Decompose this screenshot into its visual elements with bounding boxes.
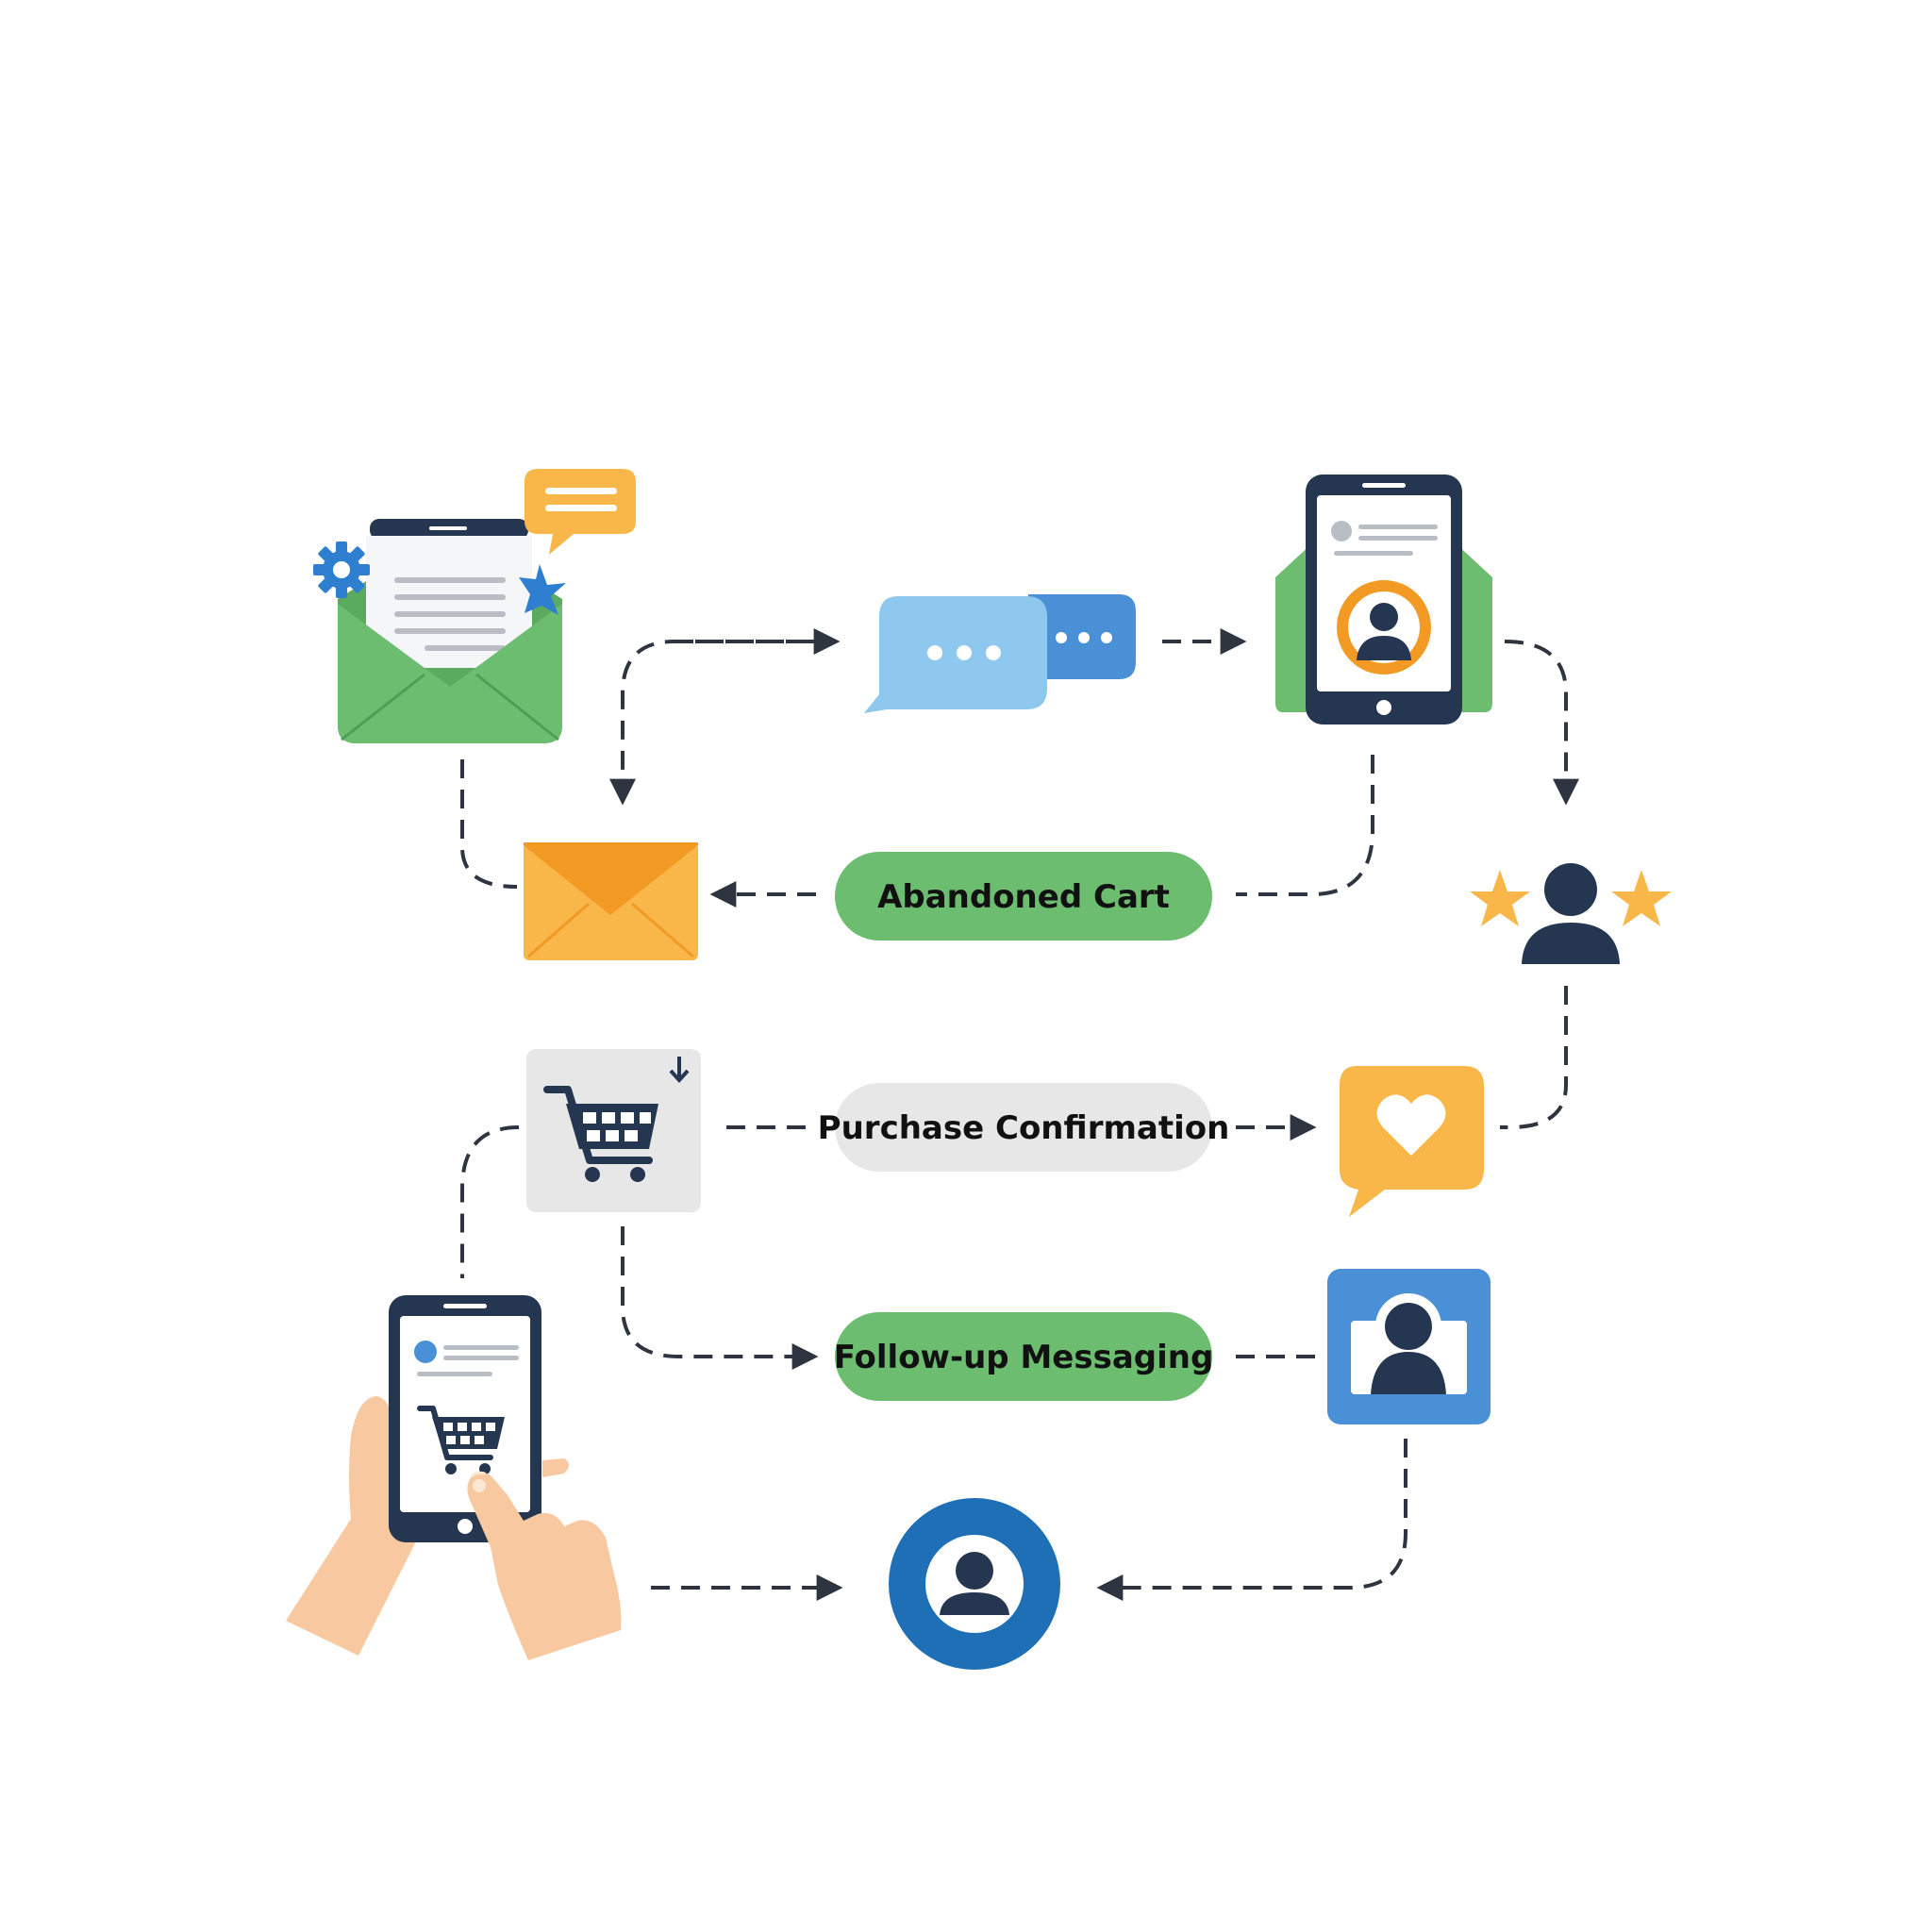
star-burst-icon xyxy=(519,564,566,615)
shopping-cart-icon xyxy=(526,1049,701,1212)
envelope-icon xyxy=(524,842,698,960)
purchase-confirmation-step: Purchase Confirmation xyxy=(818,1083,1230,1172)
abandoned-cart-step: Abandoned Cart xyxy=(835,852,1212,941)
hand-phone-shop-icon xyxy=(286,1295,622,1660)
chat-bubble-icon xyxy=(525,469,636,555)
connector-phone-to-abandoned xyxy=(1236,755,1374,896)
profile-card-icon xyxy=(1327,1269,1491,1424)
connector-top-left-loop xyxy=(609,640,835,806)
follow-up-messaging-step: Follow-up Messaging xyxy=(834,1312,1214,1401)
connector-email-to-envelope xyxy=(460,759,518,889)
gear-icon xyxy=(313,541,370,598)
mobile-profile-icon xyxy=(1275,475,1492,724)
connector-phone-to-user xyxy=(1504,640,1579,806)
follow-up-messaging-label: Follow-up Messaging xyxy=(834,1339,1214,1376)
rated-user-icon xyxy=(1470,863,1672,964)
customer-profile-icon xyxy=(889,1498,1060,1670)
connectors xyxy=(460,628,1579,1601)
connector-cart-to-followup xyxy=(621,1226,819,1370)
star-icon xyxy=(1611,870,1672,926)
purchase-confirmation-label: Purchase Confirmation xyxy=(818,1109,1230,1147)
heart-message-icon xyxy=(1340,1066,1484,1217)
connector-cart-to-hand xyxy=(460,1125,520,1278)
star-icon xyxy=(1470,870,1530,926)
download-arrow-icon xyxy=(669,1057,690,1083)
connector-user-to-heart xyxy=(1500,986,1568,1129)
email-newsletter-icon xyxy=(313,469,636,743)
connector-profile-to-customer xyxy=(1096,1439,1407,1601)
chat-bubbles-icon xyxy=(864,594,1136,713)
abandoned-cart-label: Abandoned Cart xyxy=(877,878,1170,916)
